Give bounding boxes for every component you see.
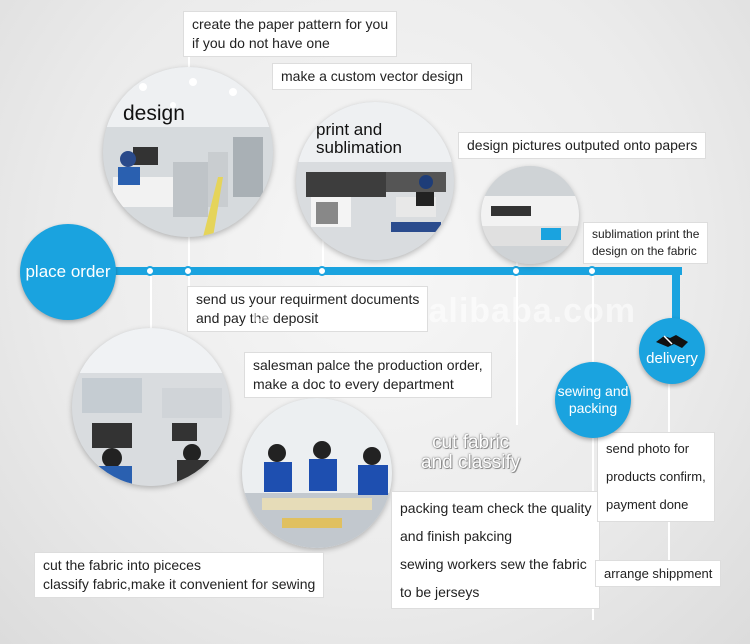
note-create-pattern: create the paper pattern for you if you … [184, 12, 397, 56]
note-sublimation-print: sublimation print the design on the fabr… [584, 223, 708, 263]
flow-line [90, 267, 682, 275]
flow-dot [587, 266, 597, 276]
place-order-label: place order [25, 262, 111, 281]
sewing-bubble: sewing and packing [555, 362, 631, 438]
connector [322, 240, 324, 275]
delivery-label: delivery [646, 349, 698, 367]
flow-dot [183, 266, 193, 276]
connector [592, 271, 594, 366]
note-custom-vector: make a custom vector design [273, 64, 472, 89]
note-send-photo: send photo for products confirm, payment… [598, 433, 714, 521]
connector [516, 255, 518, 425]
note-send-docs: send us your requirment documents and pa… [188, 287, 428, 331]
flow-dot [317, 266, 327, 276]
delivery-bubble: delivery [639, 318, 705, 384]
note-design-pictures: design pictures outputed onto papers [459, 133, 706, 158]
note-salesman: salesman palce the production order, mak… [245, 353, 491, 397]
design-label: design [123, 102, 185, 125]
connector [150, 271, 152, 371]
office-photo [72, 328, 230, 486]
note-arrange: arrange shippment [596, 561, 721, 586]
design-office-photo [103, 67, 273, 237]
flow-line-drop [672, 267, 680, 333]
note-cut-fabric: cut the fabric into piceces classify fab… [35, 553, 324, 597]
handshake-icon [656, 334, 688, 348]
watermark: u .alibaba.com [250, 292, 636, 330]
printer-photo [481, 166, 579, 264]
print-label: print and sublimation [316, 120, 402, 157]
sewing-label: sewing and packing [557, 383, 629, 416]
flow-dot [511, 266, 521, 276]
flow-dot [145, 266, 155, 276]
cut-fabric-label: cut fabric and classify [421, 432, 521, 473]
place-order-bubble: place order [20, 224, 116, 320]
cutting-photo [242, 398, 392, 548]
note-packing-team: packing team check the quality and finis… [392, 492, 600, 608]
